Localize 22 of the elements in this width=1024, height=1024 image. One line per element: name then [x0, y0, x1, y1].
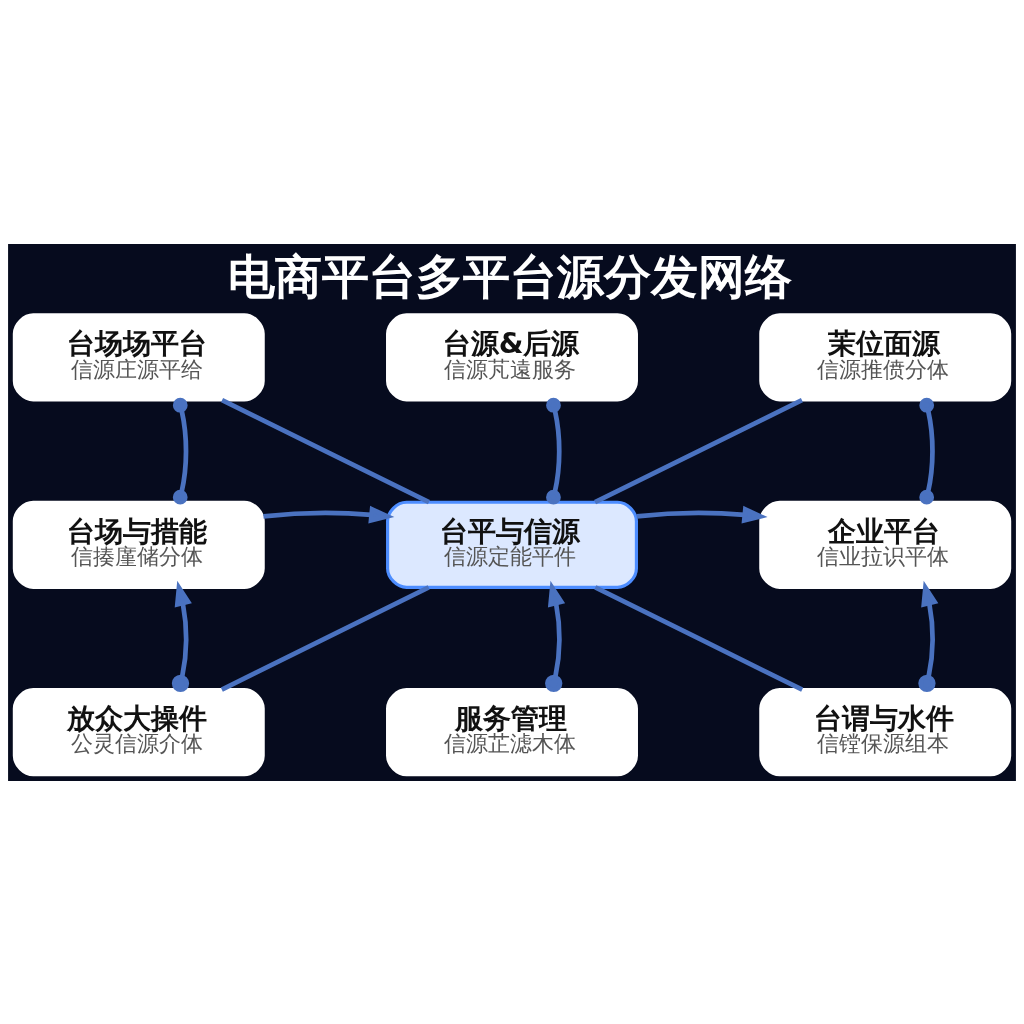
arrow	[918, 580, 939, 692]
connector	[220, 584, 430, 692]
node-box: 放众大操件 公灵信源介体	[12, 687, 265, 776]
node-box: 服务管理 信源芷滤木体	[386, 687, 638, 776]
connector	[594, 584, 804, 692]
arrow	[636, 505, 768, 523]
connector	[221, 397, 430, 504]
node-box: 台场场平台 信源庄源平给	[12, 312, 265, 401]
node-box: 茉位面源 信源推偾分体	[759, 312, 1012, 401]
node-box: 台源&后源 信源芃遠服务	[386, 312, 638, 401]
diagram-title: 电商平台多平台源分发网络	[227, 248, 792, 304]
arrow	[545, 580, 566, 692]
node-box: 台谓与水件 信镗保源组本	[759, 687, 1012, 776]
node-box: 企业平台 信业拉识平体	[759, 500, 1012, 589]
connector	[594, 397, 803, 504]
connector	[546, 397, 562, 505]
connector	[919, 397, 935, 505]
arrow	[263, 505, 395, 523]
node-box: 台平与信源 信源定能平件	[386, 500, 638, 589]
connector	[172, 397, 189, 505]
arrow	[171, 580, 192, 692]
node-box: 台场与措能 信揍廑储分体	[12, 500, 265, 589]
